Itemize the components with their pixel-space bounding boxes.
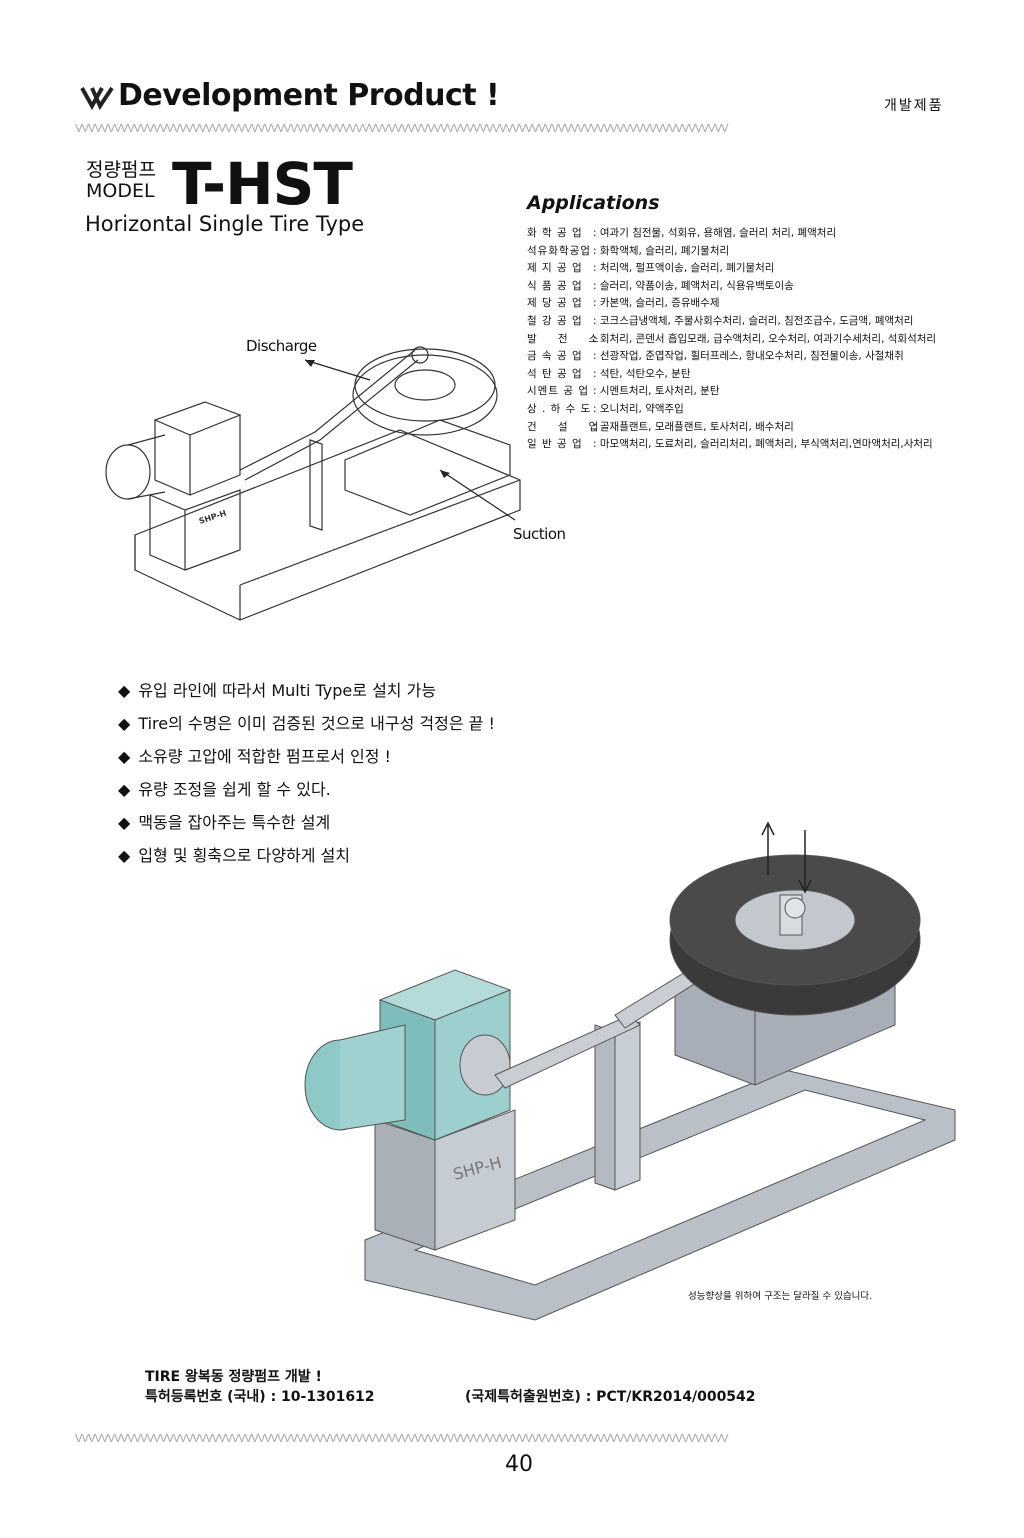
pump-3d-render: SHP-H (304, 821, 956, 1321)
applications-heading: Applications (527, 192, 660, 214)
model-code: T-HST (172, 150, 353, 218)
feature-text: 유량 조정을 쉽게 할 수 있다. (138, 780, 331, 799)
application-value: : 처리액, 펄프액이송, 슬러리, 폐기물처리 (593, 262, 775, 275)
model-label: MODEL (86, 180, 155, 202)
discharge-label: Discharge (246, 337, 317, 355)
model-name-kr: 정량펌프 (86, 159, 156, 181)
application-row: 제 지 공 업 : 처리액, 펄프액이송, 슬러리, 폐기물처리 (527, 260, 936, 278)
feature-text: 맥동을 잡아주는 특수한 설계 (138, 813, 331, 832)
application-value: : 선광작업, 준엽작업, 휠터프레스, 항내오수처리, 침전물이송, 사철채취 (593, 350, 904, 363)
diamond-bullet-icon: ◆ (118, 846, 131, 865)
feature-text: 입형 및 횡축으로 다양하게 설치 (138, 846, 351, 865)
brand-logo-icon (80, 86, 114, 110)
application-value: : 오니처리, 약액주입 (593, 402, 684, 415)
feature-item: ◆ 입형 및 횡축으로 다양하게 설치 (118, 839, 495, 872)
application-label: 철 강 공 업 (527, 314, 583, 327)
diamond-bullet-icon: ◆ (118, 813, 131, 832)
motor-label: SHP-H (198, 509, 228, 526)
decorative-divider-top: ᐯᐯᐯᐯᐯᐯᐯᐯᐯᐯᐯᐯᐯᐯᐯᐯᐯᐯᐯᐯᐯᐯᐯᐯᐯᐯᐯᐯᐯᐯᐯᐯᐯᐯᐯᐯᐯᐯᐯᐯ… (75, 122, 729, 134)
inflow-arrow-icon (798, 830, 812, 894)
diamond-bullet-icon: ◆ (118, 780, 131, 799)
diamond-bullet-icon: ◆ (118, 747, 131, 766)
application-row: 발 전 소: 회처리, 콘덴서 흡입모래, 급수액처리, 오수처리, 여과기수세… (527, 331, 936, 349)
application-row: 식 품 공 업 : 슬러리, 약품이송, 폐액처리, 식용유백토이송 (527, 278, 936, 296)
application-value: : 회처리, 콘덴서 흡입모래, 급수액처리, 오수처리, 여과기수세처리, 석… (593, 332, 937, 345)
outflow-arrow-icon (761, 821, 775, 875)
application-label: 발 전 소 (527, 332, 600, 345)
application-label: 일 반 공 업 (527, 438, 583, 451)
diamond-bullet-icon: ◆ (118, 714, 131, 733)
application-row: 석 탄 공 업 : 석탄, 석탄오수, 분탄 (527, 366, 936, 384)
model-subtitle: Horizontal Single Tire Type (85, 212, 365, 236)
decorative-divider-bottom: ᐯᐯᐯᐯᐯᐯᐯᐯᐯᐯᐯᐯᐯᐯᐯᐯᐯᐯᐯᐯᐯᐯᐯᐯᐯᐯᐯᐯᐯᐯᐯᐯᐯᐯᐯᐯᐯᐯᐯᐯ… (75, 1432, 729, 1444)
application-label: 석 탄 공 업 (527, 367, 583, 380)
application-value: : 시멘트처리, 토사처리, 분탄 (593, 385, 720, 398)
feature-item: ◆ 유량 조정을 쉽게 할 수 있다. (118, 773, 495, 806)
application-row: 금 속 공 업 : 선광작업, 준엽작업, 휠터프레스, 항내오수처리, 침전물이… (527, 348, 936, 366)
application-label: 금 속 공 업 (527, 350, 583, 363)
application-value: : 화학액체, 슬러리, 폐기물처리 (593, 244, 730, 257)
diamond-bullet-icon: ◆ (118, 681, 131, 700)
application-label: 건 설 업 (527, 420, 600, 433)
feature-text: Tire의 수명은 이미 검증된 것으로 내구성 걱정은 끝 ! (138, 714, 495, 733)
application-value: : 카본액, 슬러리, 증유배수제 (593, 297, 720, 310)
feature-text: 소유량 고압에 적합한 펌프로서 인정 ! (138, 747, 391, 766)
application-row: 석유화학공업: 화학액체, 슬러리, 폐기물처리 (527, 243, 936, 261)
page-title: Development Product ! (118, 78, 500, 113)
application-label: 시멘트 공 업 (527, 385, 589, 398)
application-row: 화 학 공 업 : 여과기 침전물, 석회유, 용해염, 슬러리 처리, 폐액처리 (527, 225, 936, 243)
feature-item: ◆ Tire의 수명은 이미 검증된 것으로 내구성 걱정은 끝 ! (118, 707, 495, 740)
application-label: 상 . 하 수 도 (527, 402, 592, 415)
application-row: 건 설 업: 골재플랜트, 모래플랜트, 토사처리, 배수처리 (527, 419, 936, 437)
suction-label: Suction (513, 525, 566, 543)
application-row: 시멘트 공 업 : 시멘트처리, 토사처리, 분탄 (527, 383, 936, 401)
applications-list: 화 학 공 업 : 여과기 침전물, 석회유, 용해염, 슬러리 처리, 폐액처리… (527, 225, 936, 454)
application-label: 제 당 공 업 (527, 297, 583, 310)
feature-list: ◆ 유입 라인에 따라서 Multi Type로 설치 가능 ◆ Tire의 수명은… (118, 674, 495, 872)
pump-line-drawing: SHP-H (105, 346, 521, 621)
application-value: : 슬러리, 약품이송, 폐액처리, 식용유백토이송 (593, 279, 794, 292)
application-row: 철 강 공 업 : 코크스급냉액체, 주물사회수처리, 슬러리, 침전조급수, 도… (527, 313, 936, 331)
application-value: : 코크스급냉액체, 주물사회수처리, 슬러리, 침전조급수, 도금액, 폐액처… (593, 314, 914, 327)
feature-text: 유입 라인에 따라서 Multi Type로 설치 가능 (138, 681, 437, 700)
application-row: 제 당 공 업 : 카본액, 슬러리, 증유배수제 (527, 295, 936, 313)
feature-item: ◆ 유입 라인에 따라서 Multi Type로 설치 가능 (118, 674, 495, 707)
application-value: : 석탄, 석탄오수, 분탄 (593, 367, 691, 380)
application-value: : 여과기 침전물, 석회유, 용해염, 슬러리 처리, 폐액처리 (593, 227, 837, 239)
patent-domestic: 특허등록번호 (국내) : 10-1301612 (145, 1389, 375, 1405)
caption-note: 성능향상을 위하여 구조는 달라질 수 있습니다. (688, 1291, 873, 1302)
application-label: 석유화학공업 (527, 244, 591, 257)
application-value: : 마모액처리, 도료처리, 슬러리처리, 폐액처리, 부식액처리,연마액처리,… (593, 438, 933, 451)
feature-item: ◆ 소유량 고압에 적합한 펌프로서 인정 ! (118, 740, 495, 773)
application-label: 식 품 공 업 (527, 279, 583, 292)
page-number: 40 (505, 1452, 533, 1477)
application-label: 화 학 공 업 (527, 227, 583, 239)
patent-international: (국제특허출원번호) : PCT/KR2014/000542 (465, 1389, 756, 1405)
application-value: : 골재플랜트, 모래플랜트, 토사처리, 배수처리 (593, 420, 794, 433)
application-row: 일 반 공 업 : 마모액처리, 도료처리, 슬러리처리, 폐액처리, 부식액처리… (527, 436, 936, 454)
section-label: 개발제품 (884, 98, 944, 114)
application-label: 제 지 공 업 (527, 262, 583, 275)
footer-line: TIRE 왕복동 정량펌프 개발 ! (145, 1369, 322, 1385)
application-row: 상 . 하 수 도: 오니처리, 약액주입 (527, 401, 936, 419)
feature-item: ◆ 맥동을 잡아주는 특수한 설계 (118, 806, 495, 839)
